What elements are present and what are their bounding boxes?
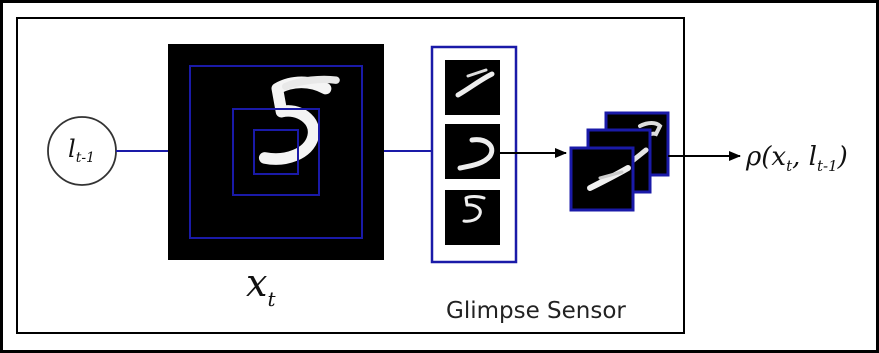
- glimpse-box-medium: [232, 108, 320, 196]
- output-label-sub1: t: [786, 157, 793, 175]
- output-label-close: ): [837, 142, 848, 172]
- glimpse-box-fine: [253, 129, 299, 175]
- sensor-caption: Glimpse Sensor: [446, 298, 626, 324]
- svg-text:lt-1: lt-1: [68, 135, 95, 166]
- digit-stroke: [258, 75, 340, 165]
- glimpse-stack: [569, 111, 670, 212]
- glimpse-box-coarse: [189, 65, 363, 239]
- input-image-bg: [168, 44, 384, 260]
- image-label: x: [246, 261, 267, 305]
- patch-fine: [445, 60, 500, 115]
- output-label-sub2: t-1: [817, 157, 838, 175]
- glimpse-stack-front: [569, 146, 635, 212]
- patch-medium: [445, 124, 500, 179]
- image-label-subscript: t: [267, 287, 276, 311]
- output-label-comma: , l: [792, 142, 817, 172]
- location-node-subscript: t-1: [76, 150, 95, 166]
- svg-text:ρ(xt, lt-1): ρ(xt, lt-1): [745, 142, 848, 175]
- patch-coarse: [445, 190, 500, 245]
- svg-text:xt: xt: [246, 261, 276, 311]
- input-image: [168, 44, 384, 260]
- location-node: lt-1: [47, 116, 117, 186]
- location-node-label: l: [68, 135, 76, 163]
- output-label-rho: ρ(x: [745, 142, 786, 172]
- patch-column: [430, 45, 518, 264]
